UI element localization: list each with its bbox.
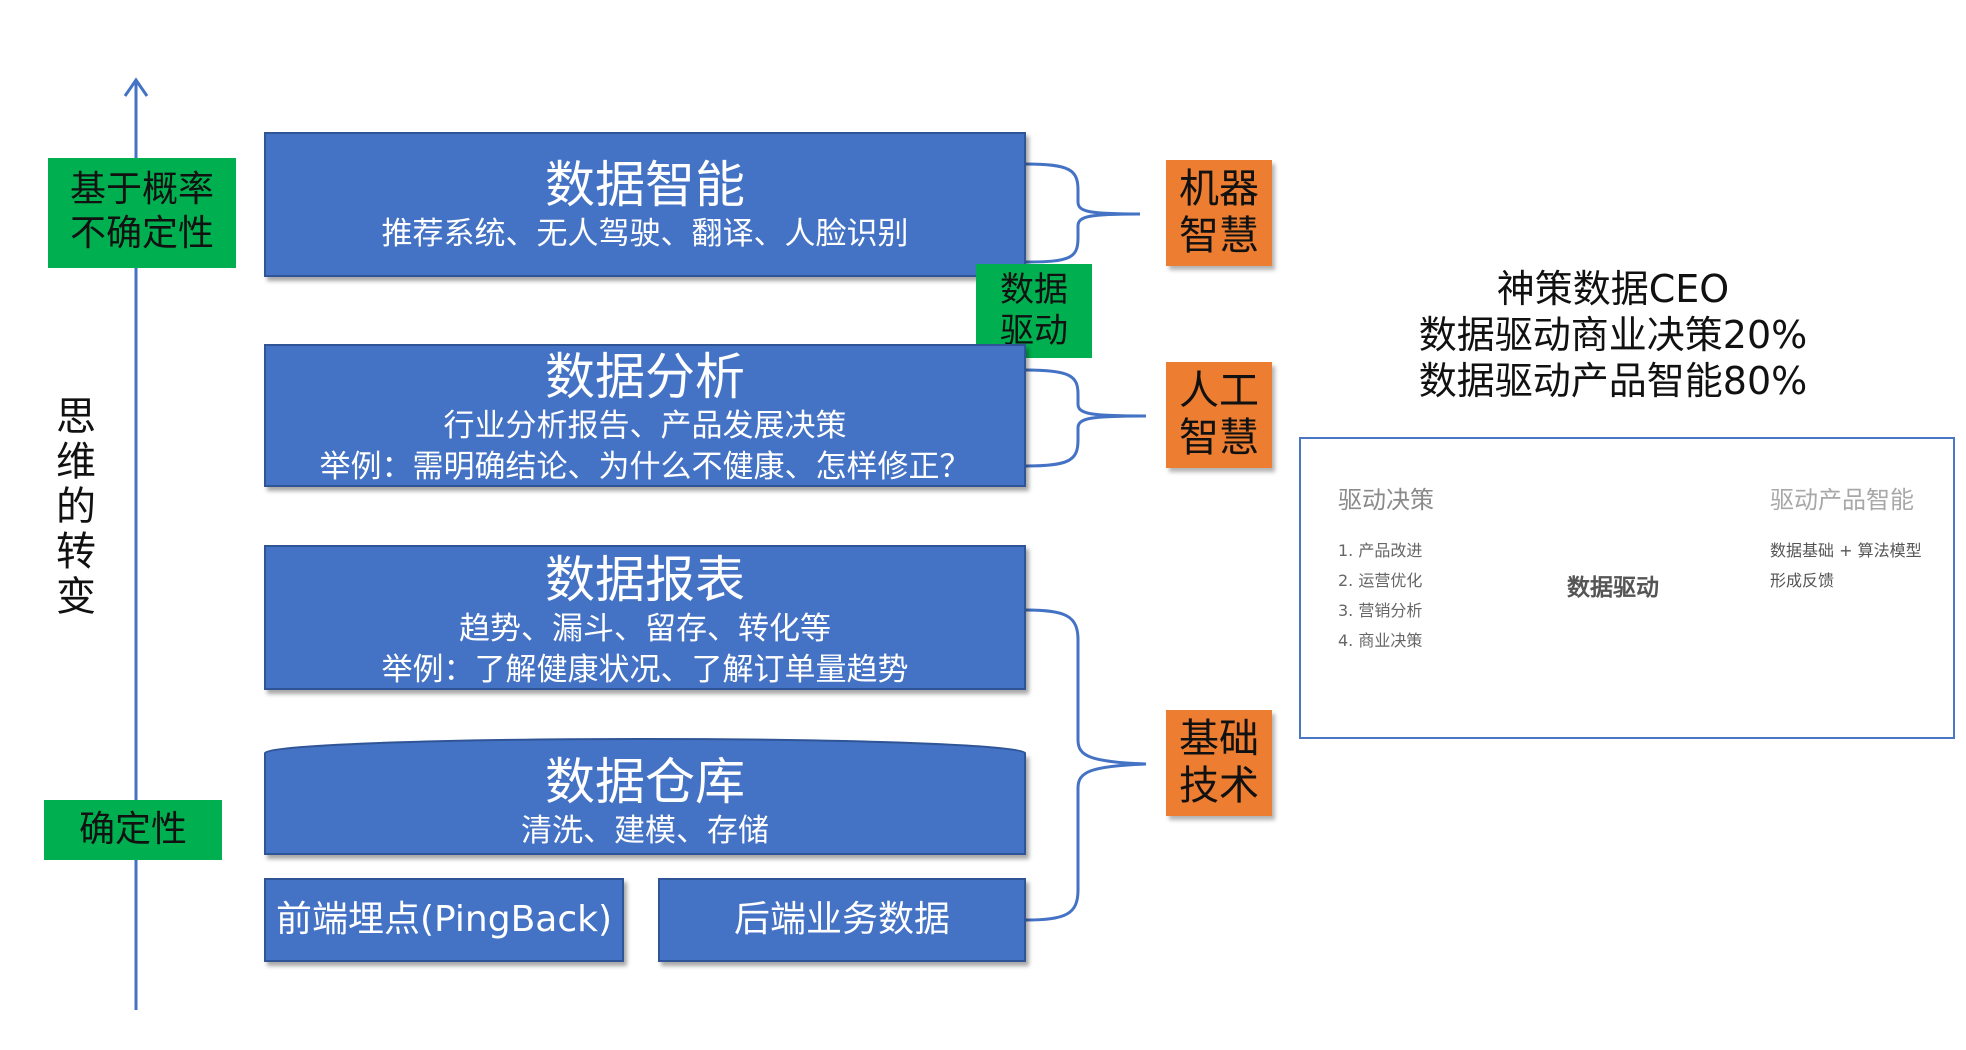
frontend-tracking-box: 前端埋点(PingBack) — [264, 878, 624, 962]
data-analysis-desc-2: 举例：需明确结论、为什么不健康、怎样修正？ — [319, 449, 971, 485]
brace-machine — [1025, 162, 1141, 264]
ceo-quote: 神策数据CEO 数据驱动商业决策20% 数据驱动产品智能80% — [1378, 266, 1848, 404]
data-warehouse-title: 数据仓库 — [545, 753, 745, 811]
machine-wisdom-line2: 智慧 — [1179, 213, 1259, 259]
data-report-box: 数据报表 趋势、漏斗、留存、转化等 举例：了解健康状况、了解订单量趋势 — [264, 545, 1026, 690]
data-driven-panel — [1299, 437, 1955, 739]
human-wisdom-line1: 人工 — [1179, 368, 1259, 414]
data-intelligence-box: 数据智能 推荐系统、无人驾驶、翻译、人脸识别 — [264, 132, 1026, 277]
brace-human — [1025, 368, 1147, 468]
thinking-shift-label: 思 维 的 转 变 — [56, 394, 96, 620]
human-wisdom-box: 人工 智慧 — [1166, 362, 1272, 468]
frontend-tracking-label: 前端埋点(PingBack) — [275, 899, 613, 940]
data-report-desc-2: 举例：了解健康状况、了解订单量趋势 — [381, 652, 909, 688]
ceo-quote-line2: 数据驱动商业决策20% — [1418, 313, 1808, 357]
base-tech-line2: 技术 — [1179, 763, 1259, 809]
base-tech-box: 基础 技术 — [1166, 710, 1272, 816]
panel-right-title: 驱动产品智能 — [1770, 486, 1914, 514]
panel-left-list: 1. 产品改进 2. 运营优化 3. 营销分析 4. 商业决策 — [1338, 536, 1422, 656]
backend-data-box: 后端业务数据 — [658, 878, 1026, 962]
data-driven-tag-line1: 数据 — [1000, 270, 1068, 310]
panel-left-title: 驱动决策 — [1338, 486, 1434, 514]
ceo-quote-line3: 数据驱动产品智能80% — [1418, 359, 1808, 403]
data-intelligence-title: 数据智能 — [545, 156, 745, 214]
ceo-quote-line1: 神策数据CEO — [1496, 267, 1730, 311]
certainty-label-text: 确定性 — [78, 809, 187, 850]
data-report-desc-1: 趋势、漏斗、留存、转化等 — [459, 611, 831, 647]
thinking-axis-arrowhead — [123, 77, 149, 97]
data-analysis-box: 数据分析 行业分析报告、产品发展决策 举例：需明确结论、为什么不健康、怎样修正？ — [264, 344, 1026, 487]
data-report-title: 数据报表 — [545, 551, 745, 609]
data-intelligence-desc: 推荐系统、无人驾驶、翻译、人脸识别 — [381, 216, 909, 252]
human-wisdom-line2: 智慧 — [1179, 415, 1259, 461]
panel-right-list: 数据基础 + 算法模型 形成反馈 — [1770, 536, 1922, 596]
panel-left-item: 1. 产品改进 — [1338, 541, 1423, 560]
uncertainty-label: 基于概率 不确定性 — [48, 158, 236, 268]
machine-wisdom-line1: 机器 — [1179, 166, 1259, 212]
panel-left-item: 4. 商业决策 — [1338, 631, 1423, 650]
certainty-label: 确定性 — [44, 800, 222, 860]
panel-right-item: 形成反馈 — [1770, 571, 1835, 590]
panel-right-item: 数据基础 + 算法模型 — [1770, 541, 1922, 560]
data-analysis-title: 数据分析 — [545, 348, 745, 406]
donut-center-label: 数据驱动 — [1567, 575, 1659, 601]
brace-base — [1025, 608, 1147, 922]
uncertainty-label-line2: 不确定性 — [69, 213, 214, 254]
machine-wisdom-box: 机器 智慧 — [1166, 160, 1272, 266]
data-warehouse-desc: 清洗、建模、存储 — [521, 813, 769, 849]
panel-left-item: 2. 运营优化 — [1338, 571, 1423, 590]
base-tech-line1: 基础 — [1179, 716, 1259, 762]
backend-data-label: 后端业务数据 — [733, 899, 950, 940]
panel-left-item: 3. 营销分析 — [1338, 601, 1423, 620]
data-warehouse-box: 数据仓库 清洗、建模、存储 — [264, 753, 1026, 855]
data-analysis-desc-1: 行业分析报告、产品发展决策 — [443, 408, 847, 444]
uncertainty-label-line1: 基于概率 — [69, 169, 214, 210]
